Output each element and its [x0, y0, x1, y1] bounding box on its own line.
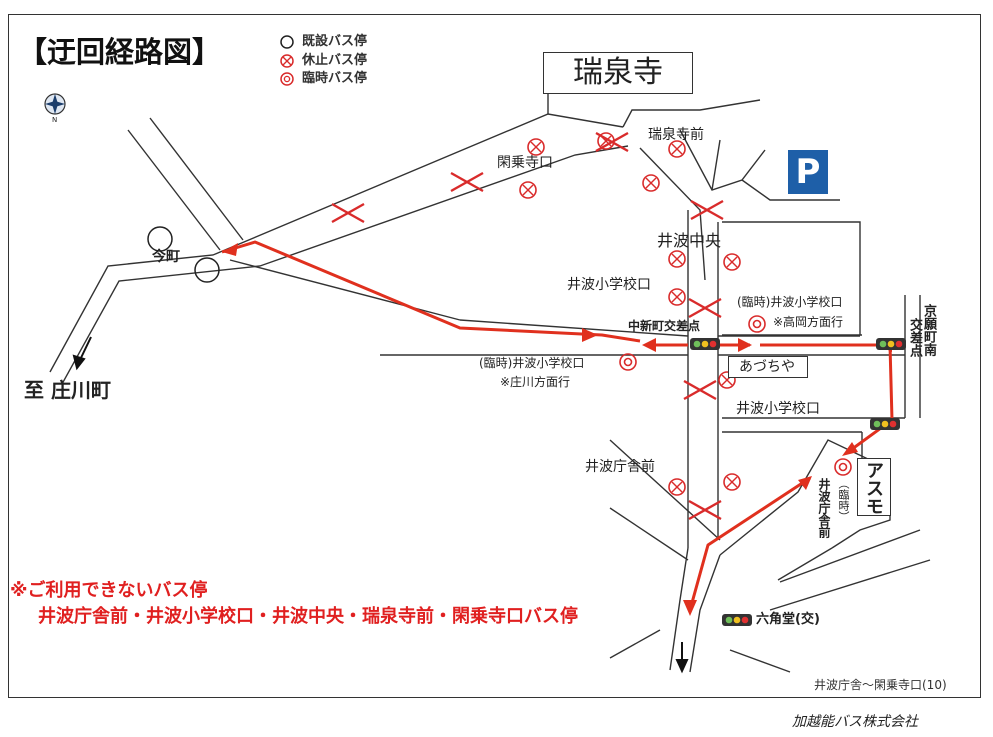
label-temp-chosha-2: 井波庁舎前 [817, 478, 831, 538]
traffic-light-icon [876, 338, 906, 350]
label-inami-chuo: 井波中央 [657, 231, 722, 250]
closed-stop-icon [723, 473, 741, 491]
existing-stop-icon [147, 226, 173, 252]
temporary-stop-icon [748, 315, 766, 333]
label-temp-chosha-1: （臨時） [837, 478, 850, 522]
notice-stops: 井波庁舎前・井波小学校口・井波中央・瑞泉寺前・閑乗寺口バス停 [38, 606, 578, 627]
label-rokkakudo: 六角堂(交) [756, 612, 820, 627]
notice-title: ※ご利用できないバス停 [10, 580, 208, 601]
label-inami-chosha: 井波庁舎前 [585, 459, 655, 475]
existing-stop-icon [194, 257, 220, 283]
closed-stop-icon [668, 140, 686, 158]
label-kanjoji-guchi: 閑乗寺口 [497, 155, 553, 171]
label-takaoka-bound: ※高岡方面行 [773, 315, 844, 329]
existing-stop-icon [280, 35, 294, 49]
temporary-stops [619, 315, 852, 476]
compass-letter: N [52, 116, 58, 124]
label-zuisenji-mae: 瑞泉寺前 [648, 127, 704, 143]
closed-stop-icon [527, 138, 545, 156]
label-temp-inami-elem-shokawa: (臨時)井波小学校口 [479, 356, 585, 370]
label-azuchiya: あづちや [739, 359, 795, 375]
compass-icon [44, 93, 66, 115]
road-closed-x-icon [450, 171, 484, 193]
road-closed-x-icon [690, 199, 724, 221]
label-shokawa-bound: ※庄川方面行 [500, 375, 571, 389]
road-closed-marks [331, 131, 724, 521]
road-edge [49, 113, 624, 373]
label-kyoteramachi-2: 交差点 [907, 318, 922, 357]
road-closed-x-icon [683, 379, 717, 401]
closed-stop-icon [668, 478, 686, 496]
traffic-light-icon [722, 614, 752, 626]
arrow-icon [675, 659, 689, 674]
closed-stop-icon [723, 253, 741, 271]
arrow-icon [642, 338, 656, 352]
azuchiya-box: あづちや [728, 356, 808, 378]
road-closed-x-icon [688, 499, 722, 521]
arrow-icon [582, 328, 598, 342]
label-inami-elem: 井波小学校口 [567, 277, 651, 293]
arrow-icon [683, 600, 697, 616]
label-asumo: アスモ [863, 461, 884, 515]
closed-stop-icon [668, 250, 686, 268]
temple-name: 瑞泉寺 [573, 55, 663, 90]
temporary-stop-icon [280, 72, 294, 86]
arrow-icon [798, 476, 812, 490]
road-closed-x-icon [331, 202, 365, 224]
closed-stop-icon [642, 174, 660, 192]
footer-ref: 井波庁舎～閑乗寺口(10) [814, 678, 947, 692]
label-kyoteramachi-1: 京願町南 [921, 304, 936, 356]
label-to-shokawa: 至 庄川町 [24, 378, 111, 402]
temporary-stop-icon [619, 353, 637, 371]
traffic-light-icon [690, 338, 720, 350]
existing-stops [147, 226, 220, 283]
map-frame [8, 14, 981, 698]
closed-stop-icon [519, 181, 537, 199]
arrow-icon [738, 338, 752, 352]
road-edge [61, 145, 629, 385]
closed-stop-icon [280, 54, 294, 68]
direction-arrows [72, 336, 689, 674]
label-inami-elem-box: 井波小学校口 [736, 401, 820, 417]
map-title: 【迂回経路図】 [18, 35, 222, 69]
closed-stop-icon [668, 288, 686, 306]
asumo-box: アスモ [857, 458, 891, 516]
legend-existing-label: 既設バス停 [302, 34, 368, 49]
label-imamachi: 今町 [152, 249, 180, 265]
traffic-lights [690, 338, 906, 626]
temple-name-box: 瑞泉寺 [543, 52, 693, 94]
parking-icon: P [788, 150, 828, 194]
label-temp-inami-elem-takaoka: (臨時)井波小学校口 [737, 295, 843, 309]
arrow-icon [842, 442, 858, 456]
road-closed-x-icon [595, 131, 629, 153]
traffic-light-icon [870, 418, 900, 430]
company-name: 加越能バス株式会社 [792, 714, 918, 730]
arrow-icon [222, 243, 238, 256]
road-network [49, 94, 931, 673]
temporary-stop-icon [834, 458, 852, 476]
legend-closed-label: 休止バス停 [302, 53, 368, 68]
road-closed-x-icon [688, 297, 722, 319]
arrow-icon [72, 354, 86, 371]
closed-stops [519, 132, 741, 496]
legend-symbols [280, 35, 294, 86]
legend-temporary-label: 臨時バス停 [302, 71, 368, 86]
label-nakashinmachi: 中新町交差点 [628, 319, 701, 333]
